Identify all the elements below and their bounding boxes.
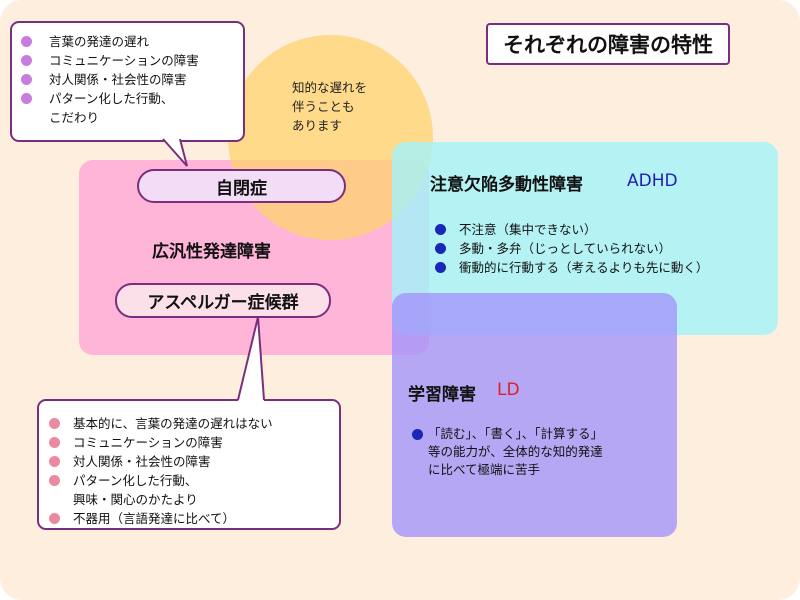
asperger-callout — [37, 399, 341, 530]
bullet-icon — [435, 224, 446, 235]
ld-title: 学習障害 — [408, 385, 476, 405]
asperger-callout-tail — [237, 316, 265, 401]
list-item: 衝動的に行動する（考えるよりも先に動く） — [435, 258, 708, 277]
bullet-icon — [21, 74, 32, 85]
list-item-text: 対人関係・社会性の障害 — [49, 72, 187, 87]
bullet-icon — [412, 429, 423, 440]
asperger-list: 基本的に、言葉の発達の遅れはない コミュニケーションの障害 対人関係・社会性の障… — [49, 414, 273, 528]
list-item-text: に比べて極端に苦手 — [428, 462, 541, 477]
bullet-icon — [49, 437, 60, 448]
bullet-icon — [49, 475, 60, 486]
list-item: 対人関係・社会性の障害 — [21, 70, 199, 89]
ld-abbr: LD — [497, 380, 520, 400]
adhd-list: 不注意（集中できない） 多動・多弁（じっとしていられない） 衝動的に行動する（考… — [435, 220, 708, 277]
list-item-text: 対人関係・社会性の障害 — [73, 454, 211, 469]
list-item-text: 多動・多弁（じっとしていられない） — [459, 241, 672, 256]
list-item: 多動・多弁（じっとしていられない） — [435, 239, 708, 258]
bullet-icon — [21, 93, 32, 104]
list-item: 基本的に、言葉の発達の遅れはない — [49, 414, 273, 433]
list-item: 不器用（言語発達に比べて） — [49, 509, 273, 528]
list-item-text: 言葉の発達の遅れ — [49, 34, 150, 49]
list-item: 対人関係・社会性の障害 — [49, 452, 273, 471]
list-item-text: コミュニケーションの障害 — [73, 435, 223, 450]
intellectual-note-line: 伴うことも — [292, 99, 355, 114]
ld-list: 「読む」、「書く」、「計算する」 等の能力が、全体的な知的発達 に比べて極端に苦… — [412, 425, 603, 479]
bullet-icon — [21, 55, 32, 66]
list-item-continuation: 等の能力が、全体的な知的発達 — [412, 443, 603, 461]
adhd-title: 注意欠陥多動性障害 — [430, 175, 583, 195]
slide-title: それぞれの障害の特性 — [486, 23, 730, 65]
bullet-icon — [435, 262, 446, 273]
list-item: 言葉の発達の遅れ — [21, 32, 199, 51]
list-item-text: コミュニケーションの障害 — [49, 53, 199, 68]
autism-label: 自閉症 — [137, 169, 346, 203]
intellectual-note: 知的な遅れを 伴うことも あります — [292, 78, 367, 135]
pdd-label: 広汎性発達障害 — [152, 242, 271, 262]
list-item: コミュニケーションの障害 — [49, 433, 273, 452]
autism-list: 言葉の発達の遅れ コミュニケーションの障害 対人関係・社会性の障害 パターン化し… — [21, 32, 199, 127]
intellectual-note-line: 知的な遅れを — [292, 80, 368, 95]
list-item: 不注意（集中できない） — [435, 220, 708, 239]
ld-region — [392, 293, 677, 537]
intellectual-note-line: あります — [292, 118, 343, 133]
bullet-icon — [435, 243, 446, 254]
list-item-text: 基本的に、言葉の発達の遅れはない — [73, 416, 273, 431]
list-item: コミュニケーションの障害 — [21, 51, 199, 70]
adhd-abbr: ADHD — [627, 171, 678, 191]
list-item-text: 不注意（集中できない） — [459, 222, 597, 237]
list-item-text: 等の能力が、全体的な知的発達 — [428, 444, 603, 459]
list-item-text: 不器用（言語発達に比べて） — [73, 511, 236, 526]
list-item-text: 「読む」、「書く」、「計算する」 — [428, 426, 604, 441]
autism-callout — [10, 21, 245, 142]
bullet-icon — [49, 418, 60, 429]
autism-callout-tail — [162, 138, 188, 167]
asperger-label: アスペルガー症候群 — [115, 283, 331, 318]
list-item-text: パターン化した行動、 — [49, 91, 174, 106]
list-item-text: 衝動的に行動する（考えるよりも先に動く） — [459, 260, 709, 275]
list-item-continuation: に比べて極端に苦手 — [412, 461, 603, 479]
bullet-icon — [49, 456, 60, 467]
list-item-continuation: 興味・関心のかたより — [73, 492, 198, 507]
list-item: パターン化した行動、こだわり — [21, 89, 199, 127]
list-item: パターン化した行動、興味・関心のかたより — [49, 471, 273, 509]
list-item-continuation: こだわり — [49, 110, 100, 125]
bullet-icon — [49, 513, 60, 524]
bullet-icon — [21, 36, 32, 47]
list-item-text: パターン化した行動、 — [73, 473, 198, 488]
list-item: 「読む」、「書く」、「計算する」 — [412, 425, 603, 443]
